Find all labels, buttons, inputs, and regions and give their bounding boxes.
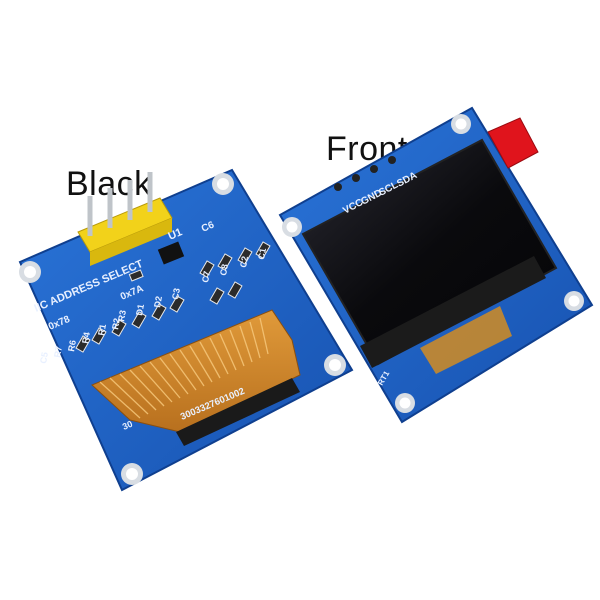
front-board: VCC GND SCL SDA RT1 bbox=[278, 106, 594, 424]
silk-u1: U1 bbox=[166, 226, 184, 243]
silk-label: C1 bbox=[256, 247, 268, 260]
silk-label: D1 bbox=[134, 303, 146, 316]
silk-label: C8 bbox=[218, 263, 230, 276]
silk-label: R2 bbox=[110, 317, 122, 330]
flex-cable bbox=[91, 309, 301, 446]
u1-chip bbox=[157, 241, 185, 265]
silk-label: C5 bbox=[38, 351, 50, 364]
smd-components bbox=[75, 241, 271, 353]
back-board: IIC ADDRESS SELECT 0x78 0x7A U1 30033276… bbox=[18, 168, 354, 492]
silk-label: D2 bbox=[152, 295, 164, 308]
pin-header bbox=[77, 172, 173, 266]
silk-label: C3 bbox=[170, 287, 182, 300]
silk-label: R7 bbox=[52, 345, 64, 358]
mounting-hole bbox=[451, 114, 471, 134]
pin-pads bbox=[334, 156, 396, 191]
silk-label: R1 bbox=[96, 323, 108, 336]
silk-label: R3 bbox=[116, 309, 128, 322]
mounting-hole bbox=[212, 173, 234, 195]
silk-label: R6 bbox=[66, 339, 78, 352]
silk-label: C2 bbox=[238, 255, 250, 268]
mounting-hole bbox=[564, 291, 584, 311]
silk-pin-count: 30 bbox=[121, 419, 134, 432]
silk-label: C7 bbox=[200, 270, 212, 283]
oled-screen bbox=[301, 138, 558, 374]
silk-label: C6 bbox=[200, 219, 216, 234]
mounting-hole bbox=[19, 261, 41, 283]
mounting-hole bbox=[282, 217, 302, 237]
silk-label: R4 bbox=[80, 331, 92, 344]
mounting-hole bbox=[395, 393, 415, 413]
component-labels: C6 C7 C8 C2 C1 C3 D2 D1 R3 R1 R2 R4 R6 R… bbox=[38, 219, 268, 364]
mounting-hole bbox=[324, 354, 346, 376]
protective-film-tab bbox=[487, 117, 539, 169]
mounting-hole bbox=[121, 463, 143, 485]
